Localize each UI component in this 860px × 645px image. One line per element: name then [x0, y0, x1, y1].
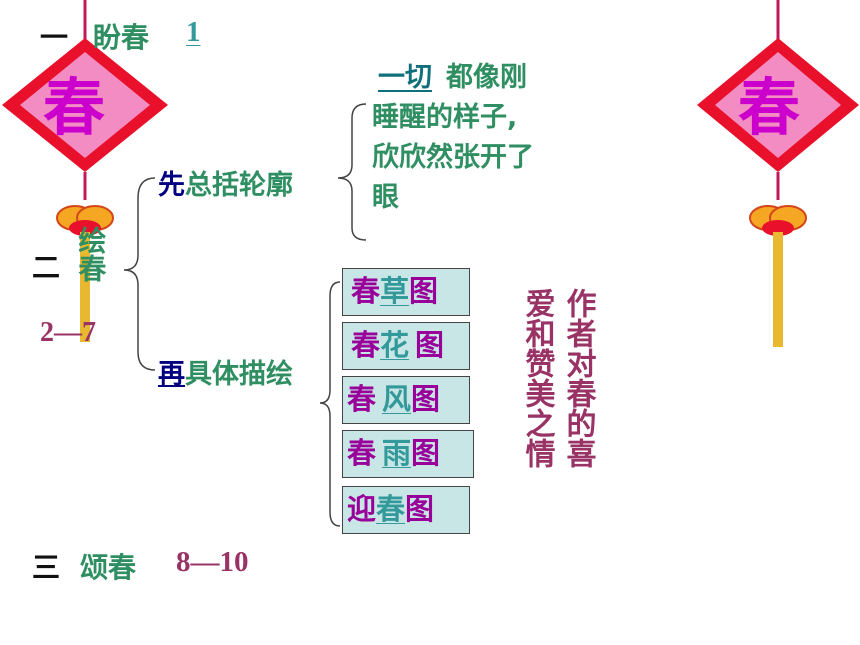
picture-wind-pre: 春: [347, 382, 377, 416]
section-two-title: 绘春: [74, 226, 108, 282]
summary-line-3: 欣欣然张开了: [372, 142, 534, 173]
picture-box-wind: 春风图: [342, 376, 470, 424]
summary-line-2: 睡醒的样子,: [372, 102, 518, 133]
ornament-right-graphic: [697, 0, 859, 347]
branch-detail: 再具体描绘: [158, 352, 293, 391]
picture-flower-pre: 春: [351, 328, 381, 362]
branch-detail-prefix: 再: [158, 359, 185, 390]
branch-detail-text: 具体描绘: [185, 359, 293, 390]
section-three-title: 颂春: [80, 551, 137, 584]
picture-rain-pre: 春: [347, 436, 377, 470]
picture-flower-key: 花: [380, 328, 410, 362]
emotion-column-left: 爱和赞美之情: [519, 288, 555, 468]
ornament-left-char: 春: [43, 71, 106, 144]
picture-grass-post: 图: [409, 274, 439, 308]
section-two-numeral: 二: [32, 251, 61, 284]
spring-ornament-right: 春: [695, 0, 860, 350]
picture-flower-post: 图: [415, 328, 445, 362]
ornament-right-char: 春: [738, 71, 801, 144]
picture-box-flower: 春花图: [342, 322, 470, 370]
summary-line-1: 一切都像刚: [372, 58, 534, 98]
picture-rain-key: 雨: [382, 436, 412, 470]
summary-underlined: 一切: [378, 62, 432, 93]
picture-wind-post: 图: [411, 382, 441, 416]
section-three-range: 8—10: [176, 546, 249, 578]
section-one-title: 盼春: [93, 21, 150, 54]
picture-welcome-post: 图: [405, 492, 435, 526]
spring-ornament-left: 春: [0, 0, 170, 350]
picture-grass-key: 草: [380, 274, 410, 308]
ornament-left-graphic: [2, 0, 168, 342]
picture-welcome-pre: 迎: [347, 492, 377, 526]
summary-line-4: 眼: [372, 182, 399, 213]
picture-grass-pre: 春: [351, 274, 381, 308]
summary-text: 一切都像刚 睡醒的样子, 欣欣然张开了 眼: [372, 58, 534, 218]
branch-outline: 先总括轮廓: [158, 163, 293, 202]
picture-wind-key: 风: [382, 382, 412, 416]
picture-rain-post: 图: [411, 436, 441, 470]
picture-box-rain: 春雨图: [342, 430, 474, 478]
picture-welcome-key: 春: [376, 492, 406, 526]
emotion-column-right: 作者对春的喜: [560, 288, 596, 468]
section-one-range: 1: [186, 16, 201, 48]
section-three-numeral: 三: [32, 551, 61, 584]
picture-box-welcome: 迎春图: [342, 486, 470, 534]
section-two-range: 2—7: [40, 317, 96, 348]
section-one-numeral: 一: [40, 21, 69, 54]
branch-outline-text: 总括轮廓: [185, 170, 293, 201]
branch-outline-prefix: 先: [158, 170, 185, 201]
summary-line1-rest: 都像刚: [446, 62, 527, 93]
picture-box-grass: 春草图: [342, 268, 470, 316]
